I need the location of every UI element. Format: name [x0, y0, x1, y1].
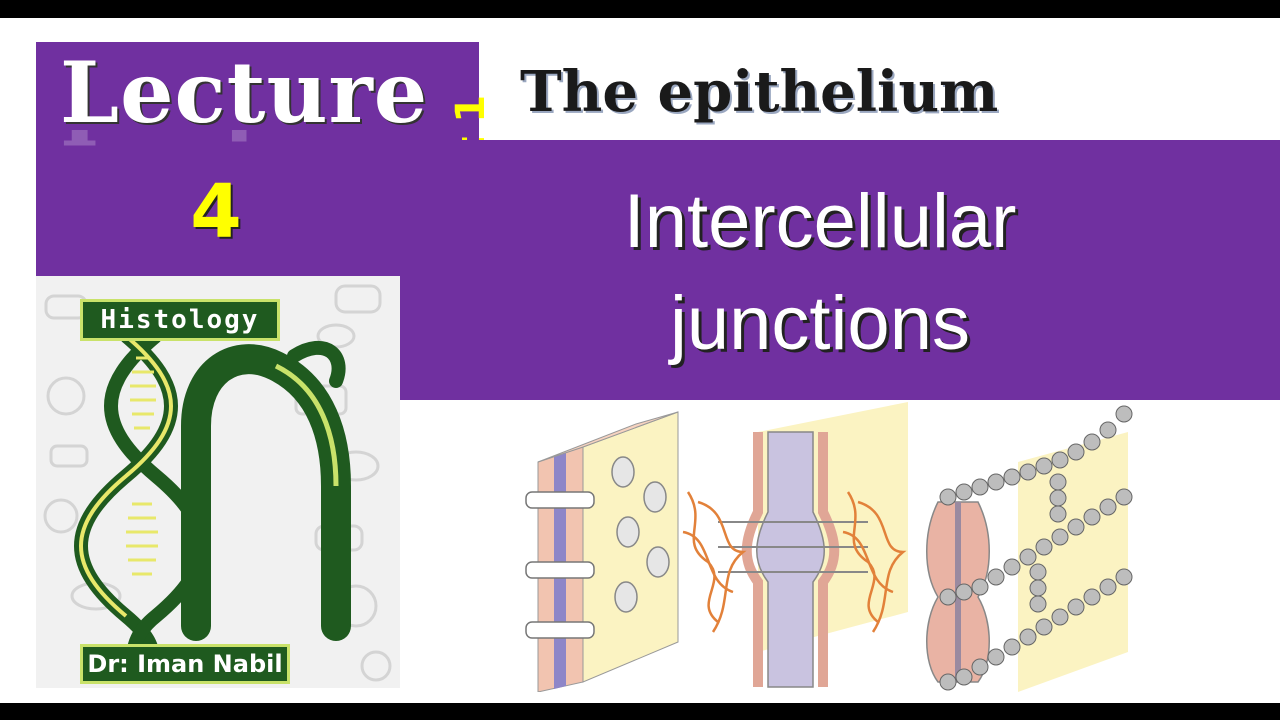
subtitle-banner: Intercellular junctions [400, 140, 1280, 400]
histology-logo: Histology Dr: Iman Nabil [36, 276, 400, 688]
lecture-number: 4 [190, 169, 242, 255]
desmosome-panel [525, 411, 679, 692]
top-letterbox-bar [0, 0, 1280, 18]
subtitle-line-1: Intercellular [623, 179, 1017, 264]
page-title: The epithelium [520, 59, 999, 125]
bottom-letterbox-bar [0, 703, 1280, 720]
histology-label: Histology [80, 299, 280, 341]
lecture-word: Lecture [60, 43, 429, 142]
anchoring-junction-panel [682, 402, 908, 688]
intercellular-junctions-illustration [525, 402, 1133, 692]
subtitle-line-2: junctions [670, 281, 970, 366]
dna-monogram-icon [74, 330, 351, 675]
author-label: Dr: Iman Nabil [80, 644, 290, 684]
gap-junction-panel [926, 405, 1133, 692]
